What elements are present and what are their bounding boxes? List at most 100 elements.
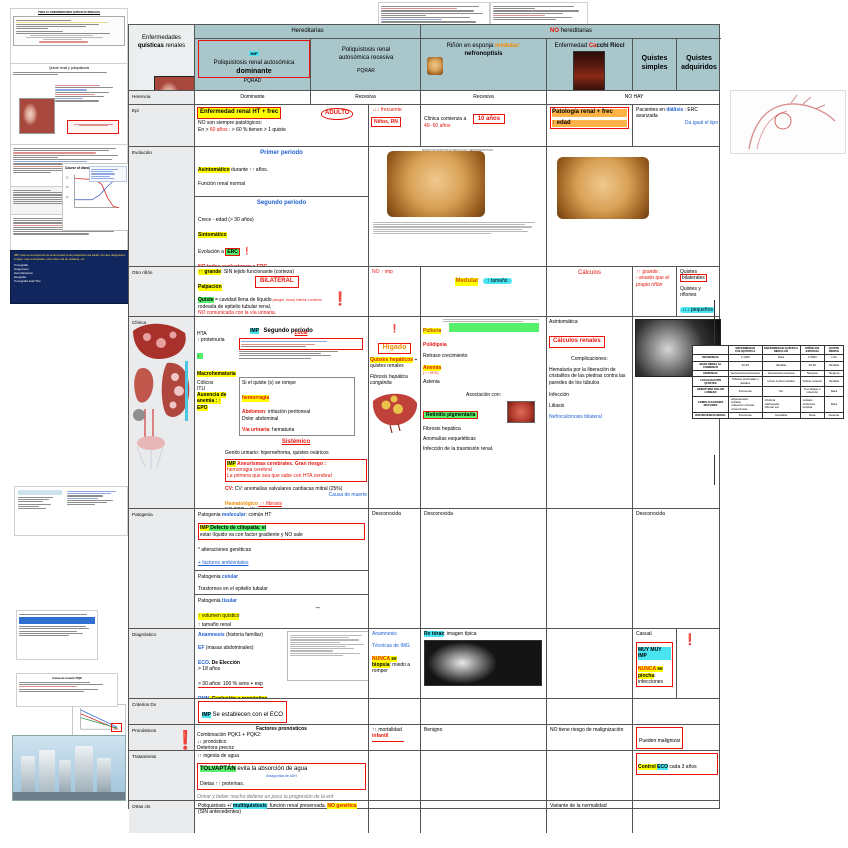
main-comparison-grid: Enfermedades quísticas renales Hereditar… xyxy=(128,24,721,833)
cmp-r0-v3: 1:20 xyxy=(823,354,845,362)
esponja-c2: Infección xyxy=(549,391,570,398)
dx-simples-4: infecciones xyxy=(638,678,664,685)
pat-esponja: Desconocida xyxy=(424,511,453,517)
pronostico-chart xyxy=(72,704,126,738)
esponja-c1: Hematuria por la liberación de cristalit… xyxy=(549,367,626,386)
cmp-row: COMPLICACIONES MAYORES •Hipertensión •Li… xyxy=(691,395,845,414)
dx-simples-1: Casual xyxy=(636,631,652,637)
cmp-r6-v3: Ausente xyxy=(823,412,845,420)
left-doc-outline: TEMA 10. ENFERMEDADES QUÍSTICAS RENALES xyxy=(10,8,128,66)
evol-p2-b: Sintomático xyxy=(198,231,227,238)
rupture-l3b: : irritación peritoneal xyxy=(265,409,311,416)
dx-l4: > 18 años xyxy=(198,665,221,672)
dx-pqrar-2: Técnicas de IMG xyxy=(372,643,410,650)
epi-adq-1a: Pacientes en xyxy=(636,107,667,113)
rowlabel-diagnostico: Diagnóstico xyxy=(129,629,195,698)
pat-l1b: molecular xyxy=(221,512,246,518)
cacchi-kidney-photo xyxy=(557,157,649,219)
tto-adq-b: ECO xyxy=(657,764,669,770)
pron-esponja: Benigno xyxy=(424,727,443,733)
blue-note-text: IMP: ésta es la sospecha de enfermedad r… xyxy=(14,253,126,261)
group-header-no-hereditarias: NO hereditarias Riñón en esponja medular… xyxy=(421,25,721,90)
pqrad-title: Poliquistosis renal autosómica xyxy=(213,60,295,66)
otro-simples-2: - anuelo que el propio riñón xyxy=(636,275,670,288)
otro-adq-2: Quistes y riñones xyxy=(680,285,701,298)
epi-adq-1b: diálisis xyxy=(666,107,684,113)
sis-5: NO EPO ↑ Hb xyxy=(225,507,367,508)
sis-box-a: IMP xyxy=(227,460,236,467)
rowlabel-pronosticos: Pronósticos xyxy=(129,725,195,750)
clinica-sym-0: HTA xyxy=(197,331,207,337)
otras-1e: (SIN antecedentes) xyxy=(198,809,242,816)
pat-l3: + factores ambientales xyxy=(198,560,249,566)
pat-box-b: Defecto de ciliopatía: el xyxy=(208,525,267,532)
epi-cacchi-age: 40- 60 años xyxy=(424,123,451,129)
cmp-r4-v0: Frecuente xyxy=(728,386,763,397)
esponja-comp-title: Complicaciones: xyxy=(571,355,608,362)
sis-box-b: Aneurismas cerebrales. Gran riesgo : xyxy=(235,460,326,467)
pron-l3: Deteriora precoz xyxy=(197,744,234,750)
dx-l2b: (masas abdominales) xyxy=(204,645,254,652)
rowlabel-evolucion: Evolución xyxy=(129,147,195,266)
clinica-sym-2: ↓ xyxy=(197,352,203,359)
otro-adq-1b: bilaterales xyxy=(680,274,707,283)
corner-line1: Enfermedades xyxy=(141,35,182,41)
esponja-calculos-box: Cálculos renales xyxy=(549,336,605,348)
cmp-h0 xyxy=(691,344,730,356)
epi-note-2a: En > xyxy=(198,127,210,133)
otro-l5: NO comunicada con la vía urinaria. xyxy=(198,309,277,316)
hand-scan-photo xyxy=(730,90,846,154)
corner-line2b: renales xyxy=(163,42,186,49)
otro-cacchi: Cálculos xyxy=(577,270,601,276)
pqrar-kidney-photo xyxy=(387,151,485,217)
exclamation-marker-clinica: ❗ xyxy=(332,291,349,306)
cmp-r4-v2: Con litiasis o infección xyxy=(799,386,825,397)
tto-l2b: evita la absorción de agua xyxy=(235,766,308,773)
epi-note-2c: : > 60 % tienen > 1 quiste xyxy=(227,127,286,133)
grid-header-row: Enfermedades quísticas renales Hereditar… xyxy=(129,25,721,91)
evol-p2-a: Crece - edad (> 30 años) xyxy=(198,216,254,223)
epi-simples-l2: ↑ edad xyxy=(552,119,627,127)
row-evolucion: Evolución Primer periodo Asintomático du… xyxy=(129,147,719,267)
pat-pqrar: Desconocida xyxy=(372,511,401,517)
cmp-row: INSUFICIENCIA RENAL Frecuente Inevitable… xyxy=(691,412,845,420)
adquiridos-title: Quistes adquiridos xyxy=(681,55,717,71)
left-doc-diagnostico-table xyxy=(16,610,98,660)
blue-note-item: Tomografía xyxy=(14,263,28,268)
evol-p1-title: Primer periodo xyxy=(260,150,303,156)
rowlabel-otras-cts: Otras cts xyxy=(129,801,195,833)
pqrar-title2: autosómica recesiva xyxy=(338,54,394,61)
otro-l3b: = cavidad llena de líquido xyxy=(213,297,272,304)
pqrar-a1: Retinitis pigmentaria xyxy=(423,410,479,419)
cmp-r1-label: EDAD MEDIA AL COMIENZO xyxy=(691,360,730,372)
esponja-asintomatica: Asintomática xyxy=(549,319,578,325)
criterios-badge: IMP xyxy=(202,712,211,718)
tto-l4: Orinar y beber mucho detiene un poco la … xyxy=(197,794,334,800)
epi-esponja-text: Clínica comienza a xyxy=(424,116,467,122)
pqrad-title-box: IMP Poliquistosis renal autosómica domin… xyxy=(198,40,310,78)
cmp-r4-v3: Rara xyxy=(823,386,845,397)
cacchi-title-rest: cchi Ricci xyxy=(596,43,625,49)
cmp-row: HEMATURIA DOLOR LUMBAR Frecuente No Con … xyxy=(691,386,845,397)
epi-adq-1c: : ERC avanzada xyxy=(636,107,698,120)
cmp-r5-v1: •Poliuria •Nefropatía •Pierde sal xyxy=(761,395,801,414)
left-doc-callout xyxy=(67,120,119,134)
cmp-r5-label: COMPLICACIONES MAYORES xyxy=(691,395,730,414)
dx-simples-2: MUY MUY IMP xyxy=(638,647,671,660)
pat-l1c: : común HT xyxy=(245,512,272,518)
cmp-r1-v1: Variable xyxy=(761,360,801,372)
left-doc-cyst-section: Quiste renal y poliquistosis xyxy=(10,63,128,147)
epi-pqrar-freq: ↓↓↓ frecuente xyxy=(372,107,402,113)
esponja-title-hl: medular: xyxy=(493,43,521,49)
rowlabel-otro-rinon: Otro riñón xyxy=(129,267,195,316)
no-hereditarias-label: hereditarias xyxy=(558,28,593,34)
cmp-r0-v2: 1:5000 xyxy=(799,354,825,362)
pat-l8: ↑ tamaño renal xyxy=(198,622,232,628)
clinica-sym-3: Macrohematuria xyxy=(197,370,236,377)
otro-l3a: Quiste xyxy=(198,297,214,304)
blue-note-item: Ecografía xyxy=(14,275,26,280)
higado-l2: Fibrosis hepática congénita xyxy=(370,373,408,386)
rowlabel-herencia: Herencia xyxy=(129,91,195,104)
otro-adq-3: ↓↓↓ pequeños xyxy=(680,307,715,314)
causa-muerte-title: Causa de muerte PQR xyxy=(52,676,82,680)
